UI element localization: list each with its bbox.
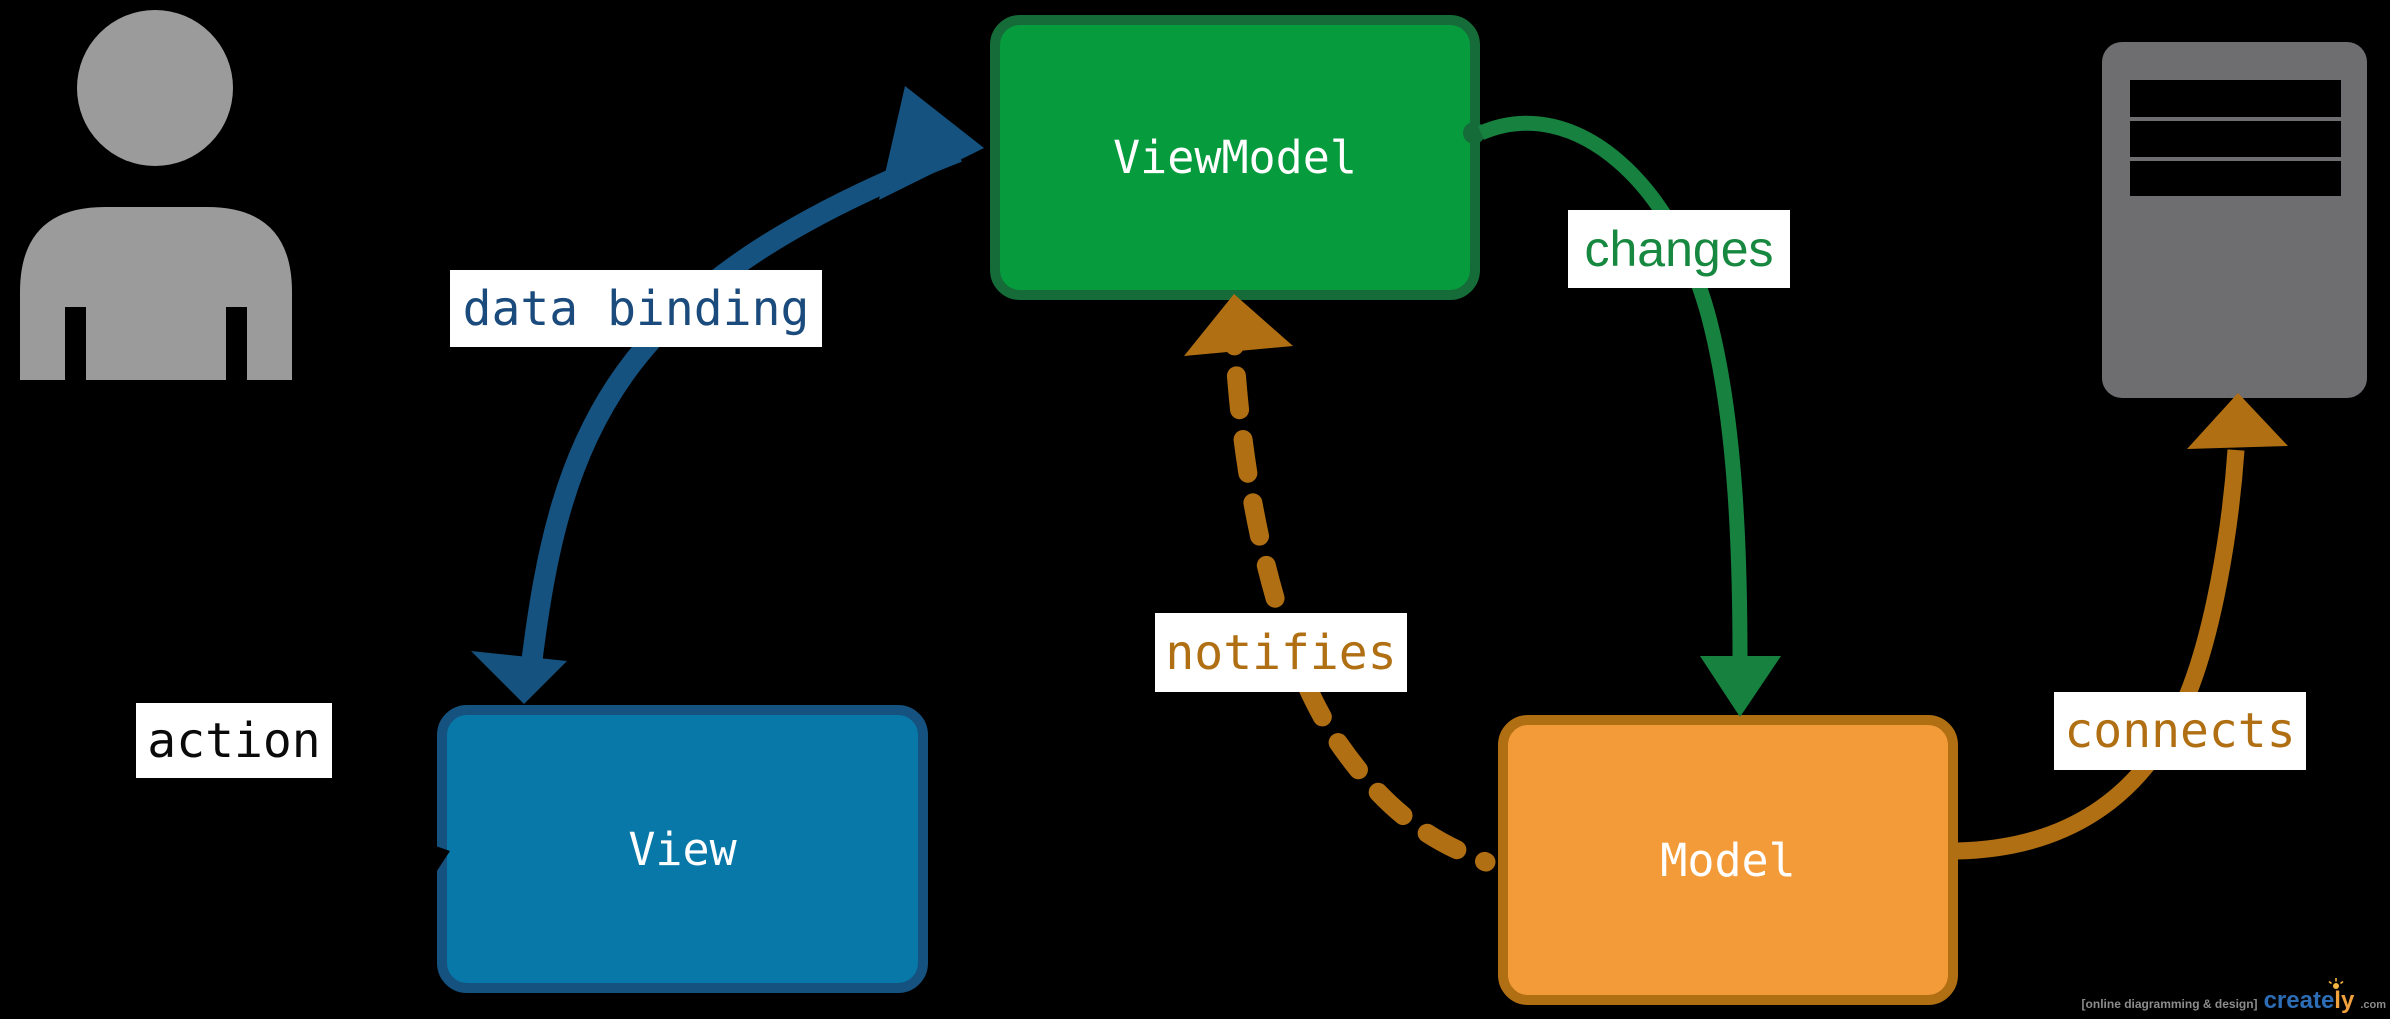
arrow-notifies (1184, 294, 1496, 872)
lightbulb-icon (2328, 978, 2344, 989)
edge-label-notifies: notifies (1155, 613, 1407, 692)
edge-label-action: action (136, 703, 332, 778)
arrowhead-to-model (1700, 656, 1781, 717)
creately-watermark: [online diagramming & design] creately .… (2081, 978, 2386, 1015)
node-viewmodel-label: ViewModel (1113, 131, 1357, 184)
node-viewmodel: ViewModel (990, 15, 1480, 300)
arrow-connects (1955, 393, 2288, 860)
creately-logo-accent: ly (2334, 987, 2355, 1014)
arrow-data-binding (471, 86, 984, 704)
watermark-tagline: [online diagramming & design] (2081, 997, 2258, 1011)
arrowhead-to-viewmodel-bottom (1184, 294, 1293, 356)
arrowhead-to-view (471, 651, 567, 704)
node-view-label: View (628, 822, 737, 876)
arrowhead-to-server (2187, 393, 2288, 449)
node-model-label: Model (1660, 833, 1796, 887)
creately-logo: creately (2263, 978, 2355, 1015)
server-icon (2102, 42, 2367, 398)
watermark-domain-suffix: .com (2360, 999, 2386, 1011)
edge-label-data-binding: data binding (450, 270, 822, 347)
user-icon (20, 10, 292, 381)
node-view: View (437, 705, 928, 993)
edge-label-connects: connects (2054, 692, 2306, 770)
arrowhead-to-viewmodel (879, 86, 984, 200)
edge-label-changes: changes (1568, 210, 1790, 288)
node-model: Model (1498, 715, 1958, 1005)
creately-logo-primary: create (2263, 987, 2335, 1014)
